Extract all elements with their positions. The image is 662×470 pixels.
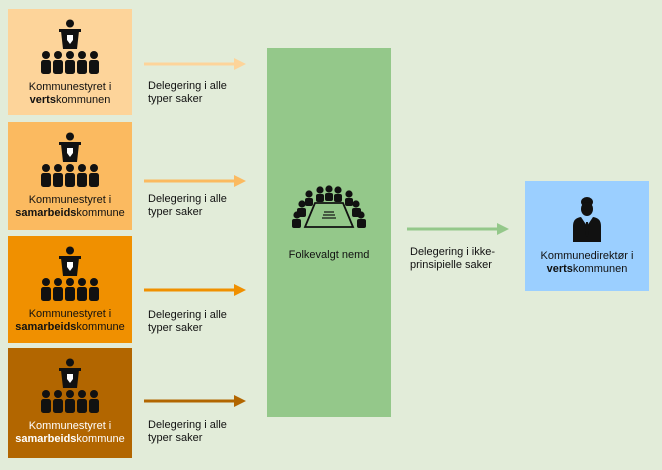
council-podium-icon <box>41 246 99 301</box>
delegation-arrow-1 <box>144 58 246 70</box>
council-podium-icon <box>41 19 99 74</box>
delegation-arrow-2 <box>144 175 246 187</box>
council-podium-icon <box>41 132 99 187</box>
executive-person-icon <box>573 197 601 242</box>
delegation-arrow-right <box>407 223 509 235</box>
delegation-arrow-3 <box>144 284 246 296</box>
council-podium-icon <box>41 358 99 413</box>
folkevalgt-nemd-label: Folkevalgt nemd <box>288 249 370 261</box>
delegation-label-right: Delegering i ikke-prinsipielle saker <box>410 246 495 271</box>
meeting-table-icon <box>292 185 366 228</box>
folkevalgt-nemd-box: Folkevalgt nemd <box>267 48 391 417</box>
delegation-arrow-4 <box>144 395 246 407</box>
